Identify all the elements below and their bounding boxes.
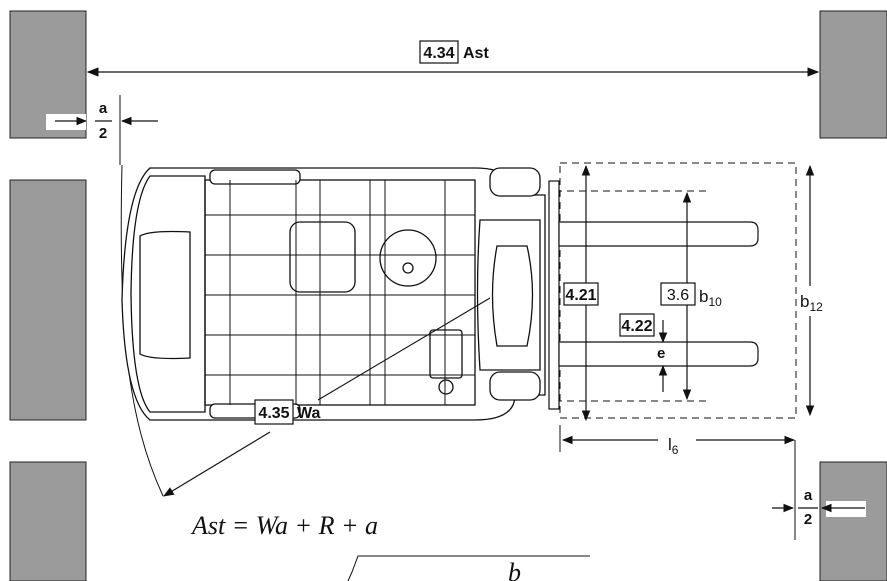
b12-sub: 12: [809, 300, 823, 314]
aisle-block-bottom-right: [819, 461, 887, 581]
overhead-guard-grid: [205, 180, 475, 405]
steering-wheel: [379, 229, 437, 287]
aisle-block-mid-left: [9, 179, 87, 421]
e-label: e: [657, 345, 665, 362]
load-area: [555, 162, 797, 419]
wa-code: 4.35: [258, 405, 289, 422]
a-half-top: a 2: [55, 95, 158, 165]
svg-text:b12: b12: [800, 292, 823, 314]
a-bottom-num: a: [804, 487, 813, 504]
forklift-truck: [121, 167, 546, 421]
wheel-top-right: [489, 167, 541, 197]
l6-sub: 6: [672, 443, 679, 457]
svg-text:l6: l6: [668, 435, 679, 457]
mast: [476, 219, 541, 371]
steering-hub: [402, 262, 414, 274]
formula-partial-numerator: b: [508, 558, 521, 581]
ast-code: 4.34: [423, 45, 454, 62]
wheel-top-left: [209, 169, 301, 185]
formula-root-sign: [347, 555, 590, 581]
control-knob: [438, 379, 454, 395]
control-box: [429, 329, 463, 379]
a-top-den: 2: [99, 125, 107, 142]
formula-main: Ast = Wa + R + a: [190, 511, 378, 540]
fork-upper: [558, 221, 759, 247]
b12-label: b: [800, 292, 809, 311]
aisle-block-top-right: [819, 10, 887, 139]
aisle-blocks: [9, 10, 887, 581]
wa-leader: [317, 297, 491, 401]
aisle-block-bottom-left: [9, 461, 87, 581]
a-half-bottom: a 2: [772, 440, 865, 540]
overhead-guard: [204, 179, 476, 406]
b10-sub: 10: [708, 295, 722, 309]
a-top-num: a: [99, 100, 108, 117]
seat: [289, 221, 356, 293]
radius-arrow: [163, 431, 271, 497]
l6-label: l: [668, 435, 672, 454]
fork-lower: [558, 341, 759, 367]
overhead-guard-front: [139, 230, 191, 360]
mast-inner: [491, 245, 534, 347]
svg-text:b10: b10: [699, 287, 722, 309]
width-code: 4.21: [565, 287, 596, 304]
b10-label: b: [699, 287, 708, 306]
b10-code: 3.6: [667, 287, 689, 304]
fork-carriage: [548, 180, 560, 410]
e-code: 4.22: [621, 318, 652, 335]
ast-label: Ast: [463, 45, 489, 62]
a-bottom-den: 2: [804, 511, 812, 528]
wheel-bottom-right: [489, 371, 541, 401]
forks: [558, 221, 759, 367]
wa-label: Wa: [297, 405, 321, 422]
